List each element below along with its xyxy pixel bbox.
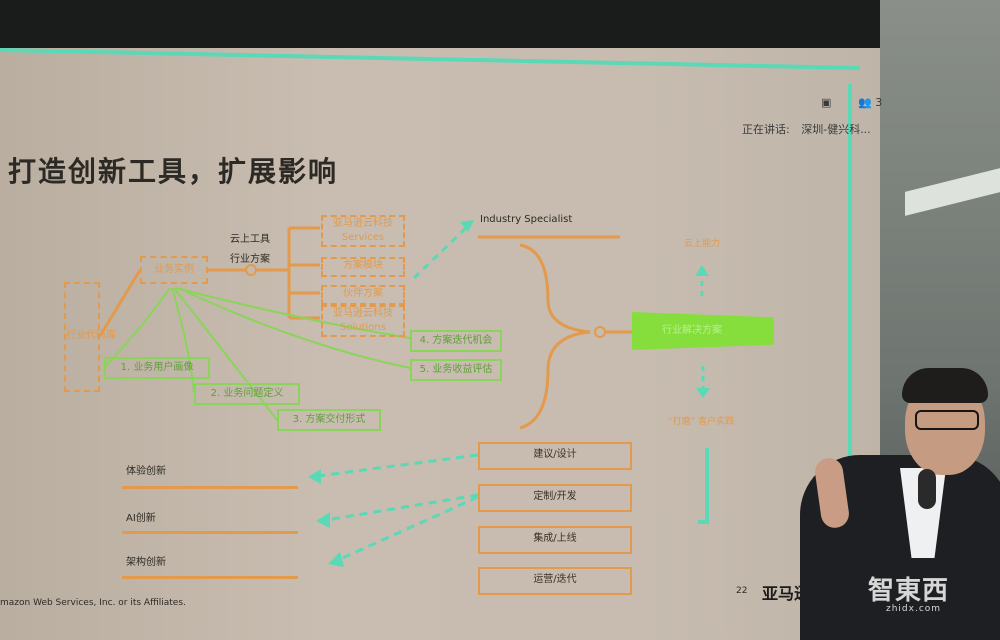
step-1-box: 1. 业务用户画像: [104, 357, 210, 379]
service-box-services-line-2: Services: [341, 232, 385, 243]
participant-count: 3: [875, 96, 883, 109]
process-box-1: 建议/设计: [478, 442, 632, 470]
process-box-4: 运营/迭代: [478, 567, 632, 595]
service-box-partners: 伙伴方案: [321, 285, 405, 305]
bar-label-experience: 体验创新: [126, 466, 166, 477]
service-box-modules-line-1: 方案模块: [343, 260, 383, 271]
cloud-capability-label: 云上能力: [684, 239, 721, 249]
slide-title: 打造创新工具，扩展影响: [8, 155, 339, 188]
participants-icon: 👥: [858, 96, 872, 109]
bar-experience: [122, 486, 298, 489]
speaking-indicator: 正在讲话: 深圳-健兴科...: [742, 121, 879, 137]
participants-badge[interactable]: 👥 3: [858, 96, 882, 109]
screen-share-icon[interactable]: ▣: [821, 96, 832, 109]
process-box-3-label: 集成/上线: [533, 533, 577, 544]
industry-solution-shape: [632, 312, 774, 350]
service-box-modules: 方案模块: [321, 257, 405, 277]
step-3-box: 3. 方案交付形式: [277, 409, 381, 431]
screen-right-border: [848, 84, 852, 604]
speaker-glasses: [915, 410, 979, 430]
step-3-label: 3. 方案交付形式: [292, 414, 366, 425]
step-2-box: 2. 业务问题定义: [194, 383, 300, 405]
service-box-solutions-line-2: Solutions: [340, 322, 386, 333]
watermark-text: 智東西: [868, 576, 950, 606]
service-box-services: 亚马逊云科技 Services: [321, 215, 405, 247]
bar-architecture: [122, 576, 298, 579]
step-4-box: 4. 方案迭代机会: [410, 330, 502, 352]
page-number: 22: [736, 586, 748, 596]
cloud-tools-label: 云上工具: [230, 234, 270, 245]
process-box-3: 集成/上线: [478, 526, 632, 554]
process-box-2: 定制/开发: [478, 484, 632, 512]
step-5-box: 5. 业务收益评估: [410, 359, 502, 381]
speaking-label: 正在讲话:: [742, 123, 790, 136]
watermark-url: zhidx.com: [886, 604, 942, 614]
speaker-name: 深圳-健兴科...: [801, 123, 871, 136]
process-box-2-label: 定制/开发: [533, 491, 577, 502]
business-case-label: 业务实例: [154, 264, 194, 275]
step-4-label: 4. 方案迭代机会: [419, 335, 493, 346]
copyright-text: mazon Web Services, Inc. or its Affiliat…: [0, 598, 186, 608]
microphone: [918, 469, 936, 509]
industry-solution-label: 行业方案: [230, 254, 270, 265]
bar-ai: [122, 531, 298, 534]
industry-solution-shape-label: 行业解决方案: [662, 325, 722, 336]
step-1-label: 1. 业务用户画像: [120, 362, 194, 373]
service-box-services-line-1: 亚马逊云科技: [333, 218, 393, 229]
bar-label-architecture: 架构创新: [126, 557, 166, 568]
service-box-solutions: 亚马逊云科技 Solutions: [321, 305, 405, 337]
step-5-label: 5. 业务收益评估: [419, 364, 493, 375]
customer-practice-label: “打磨” 客户实践: [668, 417, 735, 427]
process-box-1-label: 建议/设计: [533, 449, 577, 460]
left-root-box: 行业代码库: [64, 282, 116, 392]
service-box-solutions-line-1: 亚马逊云科技: [333, 308, 393, 319]
bar-label-ai: AI创新: [126, 513, 156, 524]
business-case-box: 业务实例: [140, 256, 208, 284]
industry-specialist-label: Industry Specialist: [480, 214, 573, 225]
process-box-4-label: 运营/迭代: [533, 574, 577, 585]
service-box-partners-line-1: 伙伴方案: [343, 288, 383, 299]
speaker-hair: [902, 368, 988, 403]
left-root-label: 行业代码库: [66, 330, 116, 341]
step-2-label: 2. 业务问题定义: [210, 388, 284, 399]
